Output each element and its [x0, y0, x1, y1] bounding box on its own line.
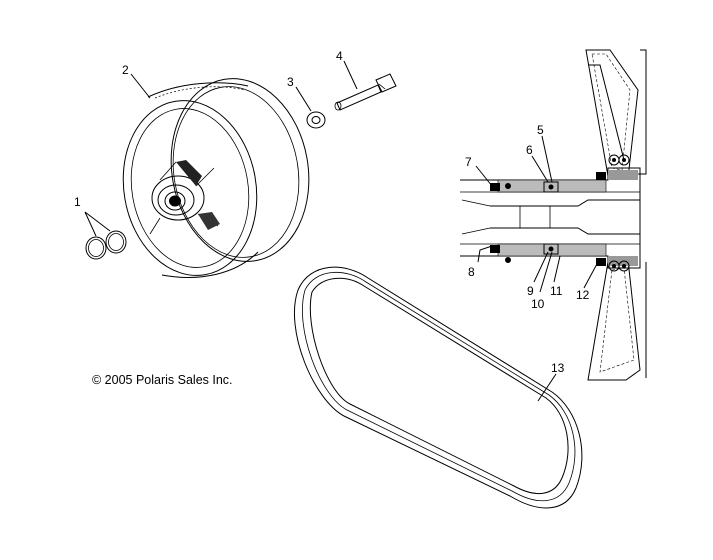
callout-2: 2	[122, 63, 129, 77]
driven-pulley	[122, 78, 310, 278]
leader-1	[84, 211, 111, 237]
callout-1: 1	[74, 195, 81, 209]
leader-2	[130, 73, 151, 99]
callout-9: 9	[527, 284, 534, 298]
section-leaders	[475, 135, 599, 293]
leader-3	[295, 86, 312, 112]
o-rings	[85, 230, 127, 260]
callout-7: 7	[465, 155, 472, 169]
callout-12: 12	[576, 288, 590, 302]
cross-section	[460, 49, 647, 381]
drive-belt	[294, 266, 583, 509]
leader-4	[343, 60, 358, 90]
callout-13: 13	[551, 361, 565, 375]
copyright-notice: © 2005 Polaris Sales Inc.	[92, 373, 233, 387]
callout-8: 8	[468, 265, 475, 279]
callout-5: 5	[537, 123, 544, 137]
callout-10: 10	[531, 297, 545, 311]
callout-3: 3	[287, 75, 294, 89]
callout-6: 6	[526, 143, 533, 157]
callout-4: 4	[336, 49, 343, 63]
bolt	[334, 73, 397, 111]
leader-13	[537, 373, 557, 402]
callout-11: 11	[550, 284, 563, 298]
washer	[306, 111, 326, 129]
